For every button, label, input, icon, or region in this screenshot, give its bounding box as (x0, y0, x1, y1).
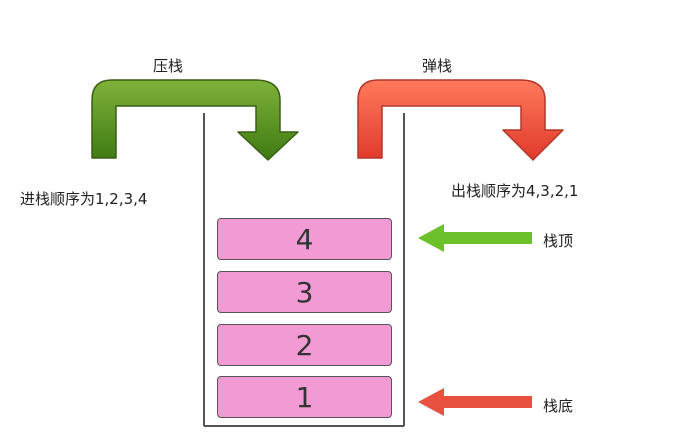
stack-bottom-pointer-icon (418, 388, 532, 416)
stack-container (203, 113, 405, 427)
push-arrow-icon (91, 79, 299, 161)
stack-item: 3 (217, 271, 392, 313)
pop-label: 弹栈 (422, 57, 453, 75)
stack-item: 1 (217, 376, 392, 418)
stack-item: 4 (217, 218, 392, 260)
push-order-text: 进栈顺序为1,2,3,4 (20, 190, 148, 208)
pop-order-text: 出栈顺序为4,3,2,1 (451, 182, 579, 200)
stack-top-pointer-icon (418, 224, 532, 252)
push-label: 压栈 (153, 57, 184, 75)
stack-item: 2 (217, 324, 392, 366)
pop-arrow-icon (357, 79, 564, 161)
stack-top-label: 栈顶 (543, 232, 574, 250)
stack-bottom-label: 栈底 (543, 397, 574, 415)
